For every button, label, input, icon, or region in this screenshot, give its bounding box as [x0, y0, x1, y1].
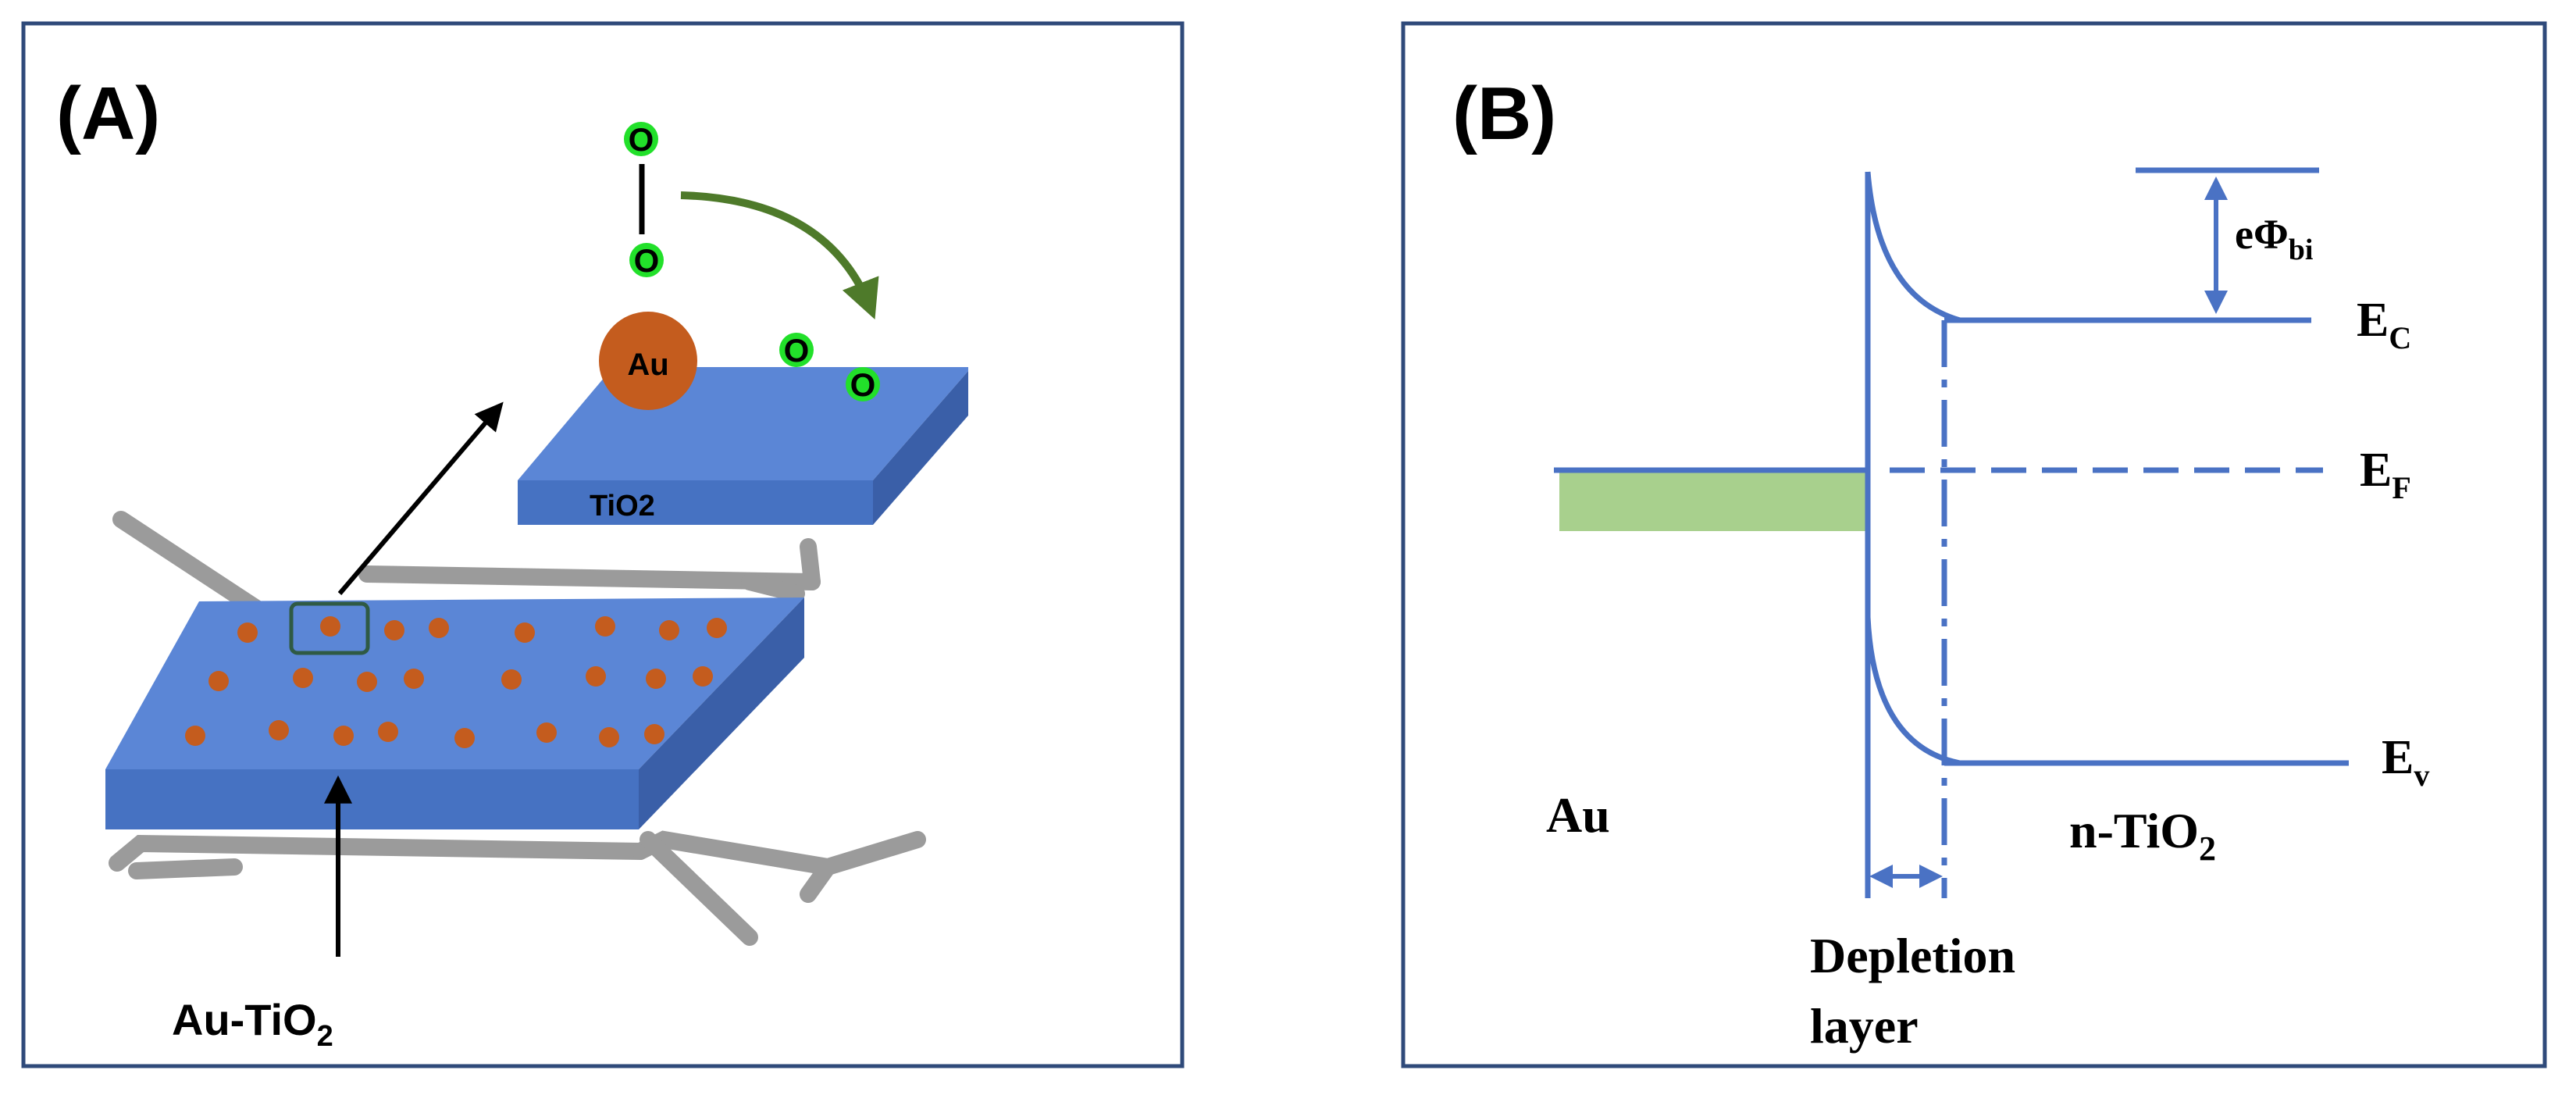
- au-nanoparticles: [185, 616, 727, 748]
- depletion-label-line1: Depletion: [1810, 928, 2015, 983]
- tio2-label: TiO2: [590, 490, 655, 523]
- ec-label: EC: [2357, 294, 2411, 355]
- semiconductor-label: n-TiO2: [2069, 803, 2216, 868]
- au-particle: [599, 312, 697, 410]
- panel-b-frame: [1401, 21, 2547, 1068]
- metal-fermi-fill: [1559, 473, 1869, 531]
- dissociation-arrow: [680, 191, 879, 319]
- depletion-label-line2: layer: [1810, 998, 1919, 1054]
- panel-b-label: (B): [1452, 72, 1556, 155]
- valence-band-bend: [1865, 616, 1961, 766]
- o-atoms-dissociated: O O: [779, 332, 880, 403]
- ev-label: Ev: [2382, 731, 2429, 793]
- ef-label: EF: [2360, 444, 2411, 505]
- panel-b: (B) eΦbi EC EF Ev Au n-TiO2 Depletion la…: [1401, 21, 2547, 1068]
- zoom-highlight-box: [289, 601, 370, 655]
- oxygen-atom-label-3: O: [784, 332, 810, 369]
- composite-label: Au-TiO2: [172, 995, 333, 1053]
- support-structure: [109, 511, 926, 946]
- panel-a-frame: [21, 21, 1185, 1068]
- oxygen-atom-label-4: O: [850, 366, 876, 403]
- o2-molecule-adsorbed: O O: [624, 121, 664, 279]
- barrier-label: eΦbi: [2235, 211, 2313, 266]
- zoom-arrow: [337, 401, 504, 595]
- oxygen-atom-label-1: O: [629, 121, 654, 158]
- au-particle-label: Au: [627, 348, 668, 382]
- panel-a-label: (A): [56, 72, 160, 155]
- metal-label: Au: [1546, 787, 1610, 843]
- panel-a: (A): [21, 21, 1185, 1068]
- oxygen-atom-label-2: O: [634, 242, 660, 279]
- conduction-band-bend: [1865, 171, 1961, 323]
